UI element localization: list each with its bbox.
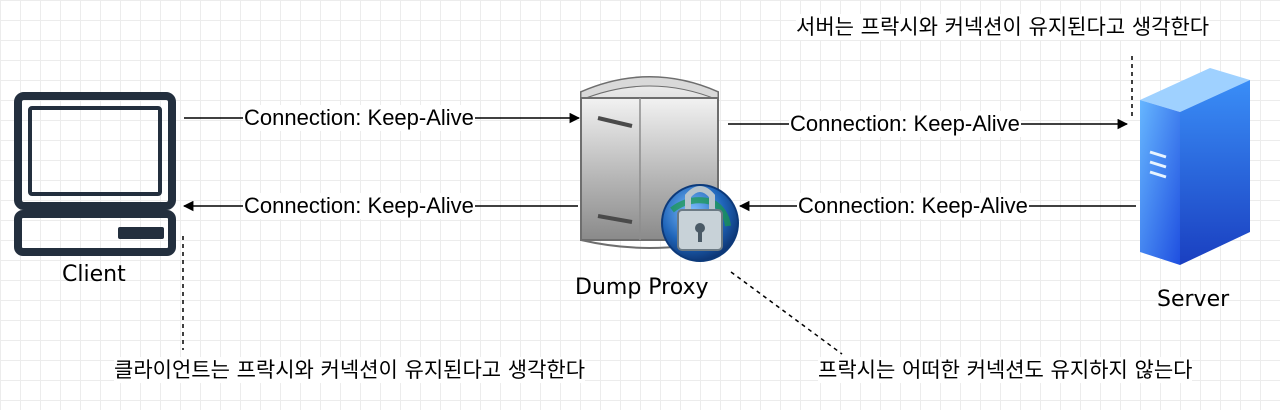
edge-label-proxy-to-server: Connection: Keep-Alive bbox=[789, 111, 1021, 137]
server-label: Server bbox=[1157, 287, 1230, 312]
server-note: 서버는 프락시와 커넥션이 유지된다고 생각한다 bbox=[796, 14, 1210, 40]
proxy-label: Dump Proxy bbox=[575, 275, 709, 300]
client-computer-icon bbox=[14, 92, 176, 256]
edge-label-proxy-to-client: Connection: Keep-Alive bbox=[243, 193, 475, 219]
client-note: 클라이언트는 프락시와 커넥션이 유지된다고 생각한다 bbox=[114, 357, 586, 383]
lock-globe-icon bbox=[661, 184, 739, 262]
edge-label-server-to-proxy: Connection: Keep-Alive bbox=[797, 193, 1029, 219]
server-icon bbox=[1140, 68, 1250, 265]
edge-label-client-to-proxy: Connection: Keep-Alive bbox=[243, 105, 475, 131]
proxy-note: 프락시는 어떠한 커넥션도 유지하지 않는다 bbox=[818, 357, 1193, 383]
proxy-note-connector bbox=[730, 271, 843, 355]
client-label: Client bbox=[62, 262, 126, 287]
